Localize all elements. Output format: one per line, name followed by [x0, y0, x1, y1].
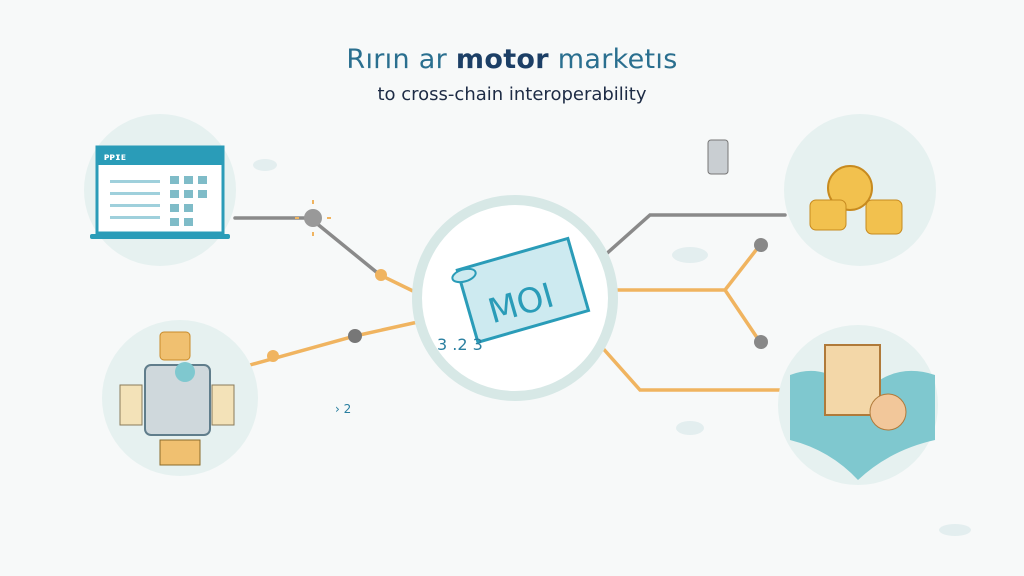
map-icon — [790, 344, 935, 480]
title-bold: motor — [455, 44, 549, 75]
machinery-icon — [119, 331, 235, 466]
node-dot — [304, 209, 322, 227]
center-scribble: 3 .2 3 — [437, 335, 483, 354]
connector-map — [598, 343, 792, 392]
coins-icon — [809, 165, 903, 235]
page-title: Rırın ar motor marketıs — [0, 44, 1024, 75]
ticket-icon — [451, 236, 591, 345]
page-subtitle: to cross-chain interoperability — [377, 84, 647, 105]
laptop-header-label: ᴘᴘɪᴇ — [104, 152, 126, 163]
node-dot — [754, 335, 768, 349]
node-dot — [348, 329, 362, 343]
small-note-left: › 2 — [335, 402, 351, 416]
laptop-icon — [90, 145, 230, 239]
node-dot — [375, 269, 387, 281]
node-dot — [267, 350, 279, 362]
robot-icon — [707, 139, 729, 175]
title-prefix: Rırın ar — [346, 44, 456, 75]
node-dot — [754, 238, 768, 252]
connector-coins — [603, 213, 787, 257]
title-suffix: marketıs — [548, 44, 678, 75]
connector-branch — [613, 243, 762, 344]
sun-icon — [295, 200, 331, 236]
cloud-icon — [253, 159, 971, 536]
connector-laptop — [233, 216, 382, 277]
